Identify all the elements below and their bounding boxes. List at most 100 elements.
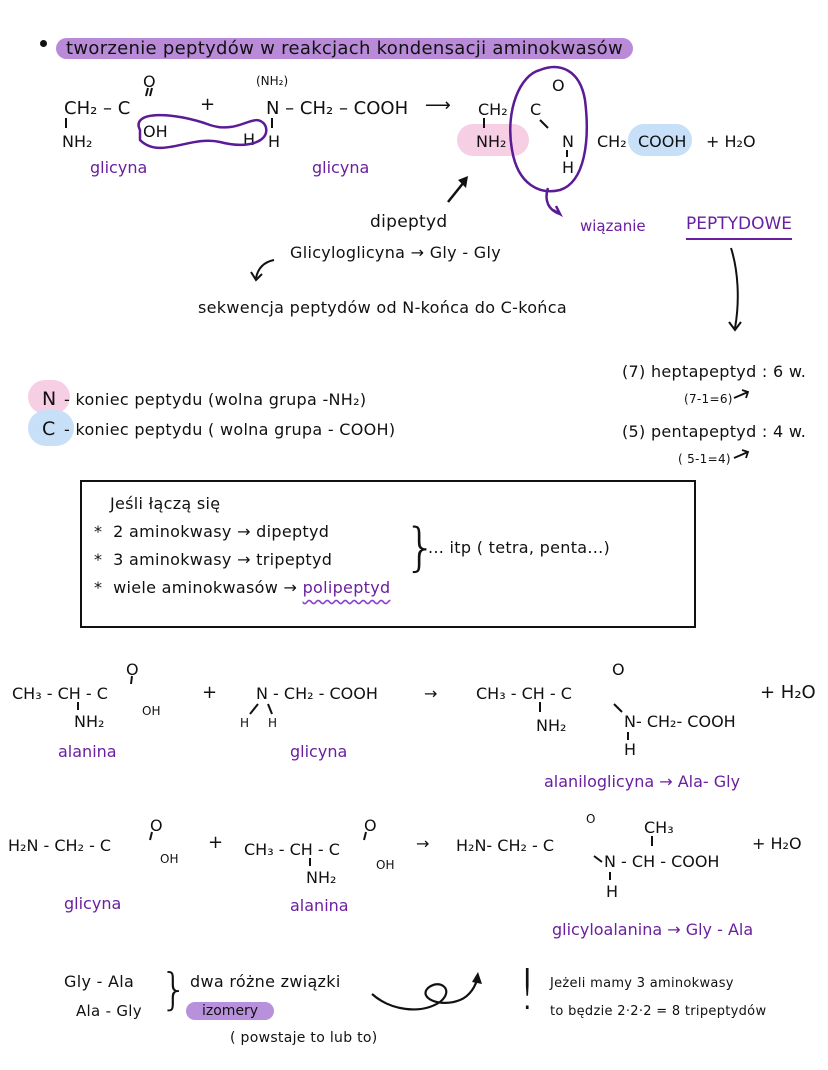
bond-label: wiązanie [580,217,646,235]
alanine-name: alanina [58,742,117,761]
alaniloglicyna-label: alaniloglicyna → Ala- Gly [544,772,741,791]
n-letter-highlight [28,380,70,414]
r3-glycine-chain: H₂N - CH₂ - C [8,836,112,855]
c-terminus-text: - koniec peptydu ( wolna grupa - COOH) [64,420,396,439]
n-letter: N [42,388,57,410]
amino-group: NH₂ [62,132,93,151]
alanine-name-2: alanina [290,896,349,915]
isomer-text: dwa różne związki [190,972,341,991]
product-ch2: CH₂ [478,100,508,119]
hydroxyl-group: OH [143,122,168,141]
pentapeptide-count: (5) pentapeptyd : 4 w. [622,422,807,441]
box-item-3: * wiele aminokwasów → polipeptyd [94,578,391,597]
product-oxygen: O [552,76,565,95]
isomer-brace: } [160,964,188,1015]
r2-glycine-h1: H [240,716,250,730]
p2-water: + H₂O [760,682,816,703]
reactant2-h-bottom: H [268,132,281,151]
box-etc: ... itp ( tetra, penta...) [428,538,611,557]
p3-oxygen: O [586,812,596,826]
bond-label-caps: PEPTYDOWE [686,214,793,240]
note-line-2: to będzie 2·2·2 = 8 tripeptydów [550,1004,767,1019]
isomer-ala-gly: Ala - Gly [76,1002,142,1020]
reactant2-chain: N – CH₂ – COOH [266,98,409,119]
reactant1-name: glicyna [90,158,148,177]
product-nitrogen: N [562,132,574,151]
r3-ala-hydroxyl: OH [376,858,395,872]
asterisk: * [94,550,103,569]
p2-h: H [624,740,637,759]
page-title: tworzenie peptydów w reakcjach kondensac… [56,38,633,59]
p3-n-chain: N - CH - COOH [604,852,720,871]
p2-chain: CH₃ - CH - C [476,684,572,703]
dipeptide-label: dipeptyd [370,212,448,232]
r3-ala-amino: NH₂ [306,868,337,887]
p3-ch3: CH₃ [644,818,674,837]
summary-box: Jeśli łączą się * 2 aminokwasy → dipepty… [80,480,696,628]
n-terminus-text: - koniec peptydu (wolna grupa -NH₂) [64,390,367,409]
asterisk: * [94,522,103,541]
c-terminus-highlight [628,124,692,156]
product-carbon: C [530,100,542,119]
reaction2-arrow: → [424,684,438,703]
plus-sign: + [200,94,216,115]
c-letter: C [42,418,56,440]
carbonyl-oxygen: O [143,72,156,91]
bullet-dot [40,40,47,47]
product-h: H [562,158,575,177]
product-ch2-b: CH₂ [597,132,627,151]
asterisk: * [94,578,103,597]
glicyloalanina-label: glicyloalanina → Gly - Ala [552,920,754,939]
reactant2-name: glicyna [312,158,370,177]
isomer-gly-ala: Gly - Ala [64,972,135,991]
plus-sign: + [208,832,224,853]
product-cooh: COOH [638,132,687,151]
heptapeptide-count: (7) heptapeptyd : 6 w. [622,362,807,381]
dipeptide-name: Glicyloglicyna → Gly - Gly [290,243,501,262]
p2-oxygen: O [612,660,625,679]
polipeptyd-highlight: polipeptyd [302,578,391,597]
curly-brace: } [404,518,438,578]
r2-glycine-h2: H [268,716,278,730]
p3-h: H [606,882,619,901]
note-line-1: Jeżeli mamy 3 aminokwasy [550,976,734,991]
plus-sign: + [202,682,218,703]
glycine-name-2: glicyna [64,894,122,913]
r3-oxygen: O [150,816,163,835]
r2-oxygen: O [126,660,139,679]
reactant1-chain: CH₂ – C [64,98,131,119]
izomery-pill: izomery [186,1002,275,1020]
c-letter-highlight [28,410,74,446]
r2-alanine-chain: CH₃ - CH - C [12,684,108,703]
p3-chain: H₂N- CH₂ - C [456,836,555,855]
r2-amino: NH₂ [74,712,105,731]
p2-amino: NH₂ [536,716,567,735]
pentapeptide-calc: ( 5-1=4) [678,452,731,466]
sequence-note: sekwencja peptydów od N-końca do C-końca [198,298,567,317]
box-item-2: * 3 aminokwasy → tripeptyd [94,550,333,569]
heptapeptide-calc: (7-1=6) [684,392,733,406]
reaction-arrow: ⟶ [425,95,451,116]
product-nh2: NH₂ [476,132,507,151]
r2-hydroxyl: OH [142,704,161,718]
reaction3-arrow: → [416,834,430,853]
n-terminus-highlight [457,124,529,156]
box-item-1: * 2 aminokwasy → dipeptyd [94,522,330,541]
nh2-annotation: (NH₂) [256,74,289,88]
r2-glycine-chain: N - CH₂ - COOH [256,684,378,703]
r3-alanine-chain: CH₃ - CH - C [244,840,340,859]
p3-water: + H₂O [752,834,802,853]
exclamation-icon: ! [516,958,539,1023]
r3-hydroxyl: OH [160,852,179,866]
water-product: + H₂O [706,132,756,151]
r3-ala-oxygen: O [364,816,377,835]
glycine-name: glicyna [290,742,348,761]
box-heading: Jeśli łączą się [110,494,221,513]
p2-n-chain: N- CH₂- COOH [624,712,736,731]
